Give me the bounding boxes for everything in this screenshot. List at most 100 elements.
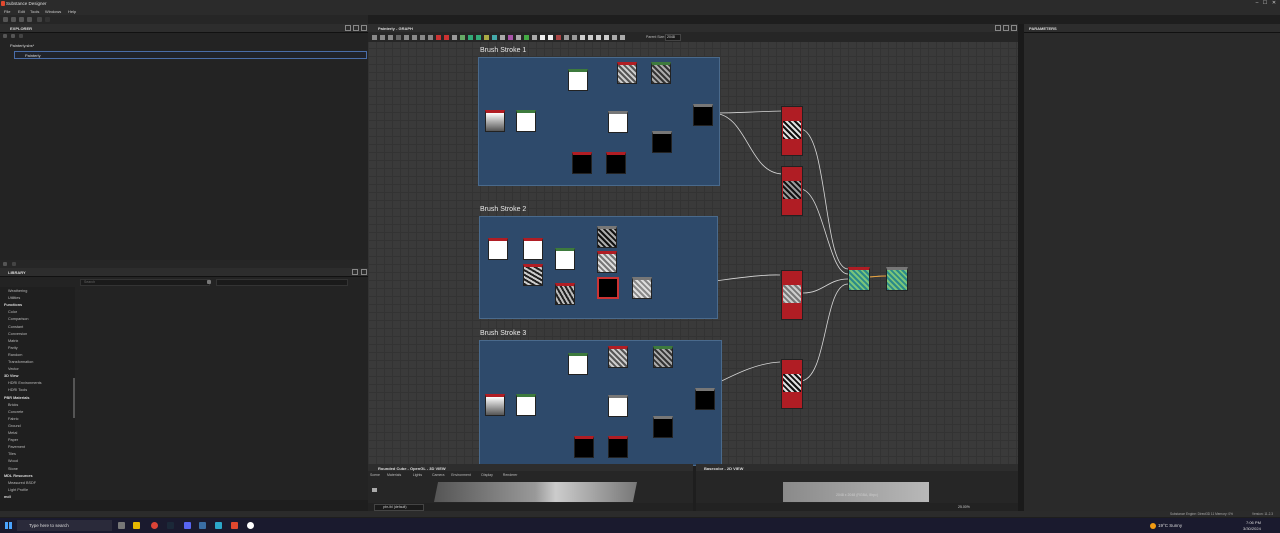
menu-tools[interactable]: Tools (30, 9, 40, 14)
close-panel-icon[interactable] (361, 269, 367, 275)
library-item[interactable]: Comparison (8, 317, 29, 322)
library-item[interactable]: Pavement (8, 445, 26, 450)
weather-label[interactable]: 19°C Sunny (1158, 523, 1183, 528)
graph-tool-icon[interactable] (620, 35, 625, 40)
new-graph-icon[interactable] (11, 17, 16, 22)
graph-tool-icon[interactable] (516, 35, 521, 40)
graph-tool-icon[interactable] (580, 35, 585, 40)
graph-node[interactable] (597, 277, 619, 299)
zoom-label[interactable]: 25.00% (958, 504, 970, 509)
float-icon[interactable] (353, 25, 359, 31)
tab-lights[interactable]: Lights (412, 473, 423, 477)
library-item[interactable]: Color (8, 310, 18, 315)
graph-tool-icon[interactable] (444, 35, 449, 40)
menu-windows[interactable]: Windows (45, 9, 62, 14)
script-icon[interactable] (12, 262, 16, 266)
library-filter-input[interactable] (216, 279, 348, 286)
clock-time[interactable]: 7:06 PM (1246, 520, 1261, 525)
open-icon[interactable] (19, 17, 24, 22)
camera-icon[interactable] (372, 488, 377, 492)
graph-tool-icon[interactable] (396, 35, 401, 40)
taskbar-search-input[interactable]: Type here to search (17, 520, 112, 531)
graph-node[interactable] (848, 267, 870, 291)
graph-tool-icon[interactable] (388, 35, 393, 40)
graph-tool-icon[interactable] (564, 35, 569, 40)
graph-tool-icon[interactable] (596, 35, 601, 40)
library-item[interactable]: Weathering (8, 289, 28, 293)
tab-scene[interactable]: Scene (370, 473, 380, 477)
close-button[interactable]: ✕ (1271, 0, 1277, 6)
graph-node[interactable] (488, 238, 508, 260)
library-search-input[interactable]: Search (80, 279, 210, 286)
graph-node[interactable] (555, 283, 575, 305)
library-item[interactable]: Conversion (8, 331, 28, 336)
close-panel-icon[interactable] (361, 25, 367, 31)
graph-node[interactable] (485, 394, 505, 416)
substance-designer-icon[interactable] (231, 522, 238, 529)
graph-item[interactable]: Painterly (14, 51, 367, 59)
library-category[interactable]: Functions (4, 303, 23, 308)
chrome-icon[interactable] (151, 522, 158, 529)
frame-brush-stroke-1[interactable] (478, 57, 720, 186)
graph-node[interactable] (485, 110, 505, 132)
library-item[interactable]: Vector (8, 367, 19, 372)
graph-node[interactable] (617, 62, 637, 84)
tab-materials[interactable]: Materials (387, 473, 402, 477)
graph-node[interactable] (568, 69, 588, 91)
graph-node[interactable] (606, 152, 626, 174)
tab-display[interactable]: Display (481, 473, 493, 477)
tab-camera[interactable]: Camera (432, 473, 445, 477)
new-package-icon[interactable] (3, 34, 7, 38)
graph-tool-icon[interactable] (476, 35, 481, 40)
3d-viewport[interactable] (434, 482, 637, 502)
steam-icon[interactable] (167, 522, 174, 529)
graph-view[interactable]: Painterly - GRAPH Parent Size: 2048 (368, 24, 1018, 466)
library-category[interactable]: mdl (4, 494, 11, 499)
start-icon[interactable] (5, 522, 12, 529)
link-icon[interactable] (19, 34, 23, 38)
close-panel-icon[interactable] (1011, 25, 1017, 31)
tab-environment[interactable]: Environment (451, 473, 471, 477)
graph-node[interactable] (574, 436, 594, 458)
pin-icon[interactable] (995, 25, 1001, 31)
graph-node[interactable] (653, 346, 673, 368)
library-category[interactable]: 3D View (4, 374, 19, 379)
tool-icon[interactable] (3, 262, 7, 266)
graph-tool-icon[interactable] (612, 35, 617, 40)
graph-node[interactable] (523, 238, 543, 260)
graph-tool-icon[interactable] (468, 35, 473, 40)
library-item[interactable]: HDRI Tools (8, 388, 28, 393)
photoshop-icon[interactable] (215, 522, 222, 529)
graph-tool-icon[interactable] (556, 35, 561, 40)
file-explorer-icon[interactable] (133, 522, 140, 529)
graph-node[interactable] (568, 353, 588, 375)
discord-icon[interactable] (184, 522, 191, 529)
graph-node[interactable] (608, 111, 628, 133)
library-item[interactable]: Measured BSDF (8, 480, 37, 485)
graph-node[interactable] (523, 264, 543, 286)
graph-tool-icon[interactable] (420, 35, 425, 40)
graph-node[interactable] (516, 394, 536, 416)
filter-icon[interactable] (207, 280, 211, 284)
graph-tool-icon[interactable] (428, 35, 433, 40)
graph-node[interactable] (608, 346, 628, 368)
graph-tool-icon[interactable] (540, 35, 545, 40)
new-icon[interactable] (3, 17, 8, 22)
blend-node[interactable] (781, 166, 803, 216)
graph-node[interactable] (632, 277, 652, 299)
menu-help[interactable]: Help (68, 9, 77, 14)
unreal-icon[interactable] (247, 522, 254, 529)
parent-size-select[interactable]: 2048 (665, 34, 681, 41)
library-item[interactable]: Paper (8, 438, 19, 443)
graph-tool-icon[interactable] (588, 35, 593, 40)
library-item[interactable]: Parity (8, 345, 18, 350)
package-item[interactable]: Painterly.sbs* (10, 43, 35, 48)
graph-tool-icon[interactable] (436, 35, 441, 40)
graph-tool-icon[interactable] (452, 35, 457, 40)
library-item[interactable]: Light Profile (8, 487, 29, 492)
library-category[interactable]: PBR Materials (4, 395, 30, 400)
graph-node[interactable] (608, 395, 628, 417)
blend-node[interactable] (781, 359, 803, 409)
library-item[interactable]: HDRI Environments (8, 381, 42, 386)
graph-node[interactable] (572, 152, 592, 174)
